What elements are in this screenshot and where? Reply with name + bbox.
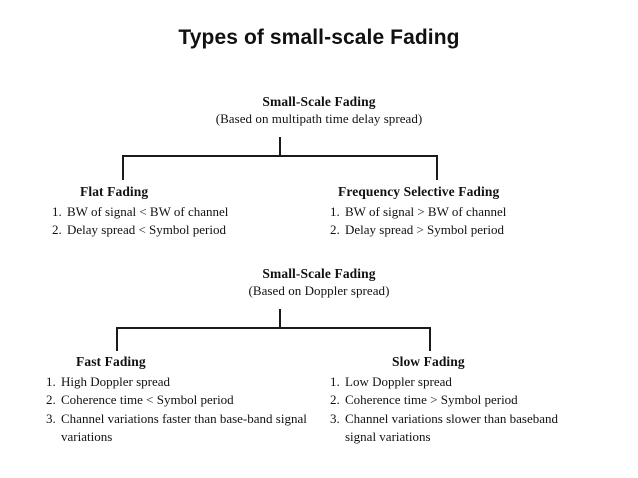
list-item-number: 1. (330, 204, 340, 219)
leaf-frequency-selective-fading-title: Frequency Selective Fading (338, 184, 500, 199)
tree2-root-node: Small-Scale Fading (Based on Doppler spr… (0, 266, 638, 299)
tree2-connector-stem (279, 309, 281, 327)
list-item: 3. Channel variations faster than base-b… (46, 410, 331, 447)
list-item: 2. Coherence time > Symbol period (330, 391, 580, 409)
tree1-root-node: Small-Scale Fading (Based on multipath t… (0, 94, 638, 127)
list-item: 1. High Doppler spread (46, 373, 331, 391)
list-item: 3. Channel variations slower than baseba… (330, 410, 580, 447)
leaf-fast-fading-list: 1. High Doppler spread 2. Coherence time… (46, 373, 331, 447)
leaf-fast-fading-title: Fast Fading (76, 354, 146, 369)
leaf-slow-fading-title: Slow Fading (392, 354, 465, 369)
leaf-slow-fading: Slow Fading 1. Low Doppler spread 2. Coh… (330, 354, 580, 447)
tree1-connector-stem (279, 137, 281, 155)
list-item-text: Delay spread < Symbol period (67, 222, 226, 238)
list-item-number: 2. (330, 392, 340, 408)
list-item-text: Delay spread > Symbol period (345, 222, 504, 238)
list-item-number: 3. (330, 410, 340, 426)
fading-tree-multipath: Small-Scale Fading (Based on multipath t… (0, 94, 638, 237)
list-item: 2. Delay spread < Symbol period (52, 221, 312, 239)
list-item: 1. BW of signal > BW of channel (330, 203, 600, 221)
leaf-slow-fading-list: 1. Low Doppler spread 2. Coherence time … (330, 373, 580, 447)
leaf-flat-fading-list: 1. BW of signal < BW of channel 2. Delay… (52, 203, 312, 240)
tree2-connector-drop-right (429, 327, 431, 351)
list-item-number: 1. (46, 374, 56, 389)
tree1-root-subtitle: (Based on multipath time delay spread) (215, 110, 423, 126)
list-item-text: BW of signal > BW of channel (345, 204, 507, 219)
leaf-fast-fading: Fast Fading 1. High Doppler spread 2. Co… (46, 354, 331, 447)
list-item-text: Low Doppler spread (345, 374, 452, 389)
list-item-text: Channel variations faster than base-band… (61, 410, 307, 445)
list-item-text: Channel variations slower than baseband … (345, 410, 558, 445)
list-item-text: Coherence time > Symbol period (345, 392, 518, 408)
fading-tree-doppler: Small-Scale Fading (Based on Doppler spr… (0, 266, 638, 444)
tree1-connector-drop-right (436, 155, 438, 180)
list-item: 2. Coherence time < Symbol period (46, 391, 331, 409)
tree1-connector-bar (122, 155, 438, 157)
leaf-flat-fading: Flat Fading 1. BW of signal < BW of chan… (52, 184, 312, 240)
list-item-number: 1. (330, 374, 340, 389)
list-item: 2. Delay spread > Symbol period (330, 221, 600, 239)
list-item-text: Coherence time < Symbol period (61, 392, 234, 408)
leaf-frequency-selective-fading: Frequency Selective Fading 1. BW of sign… (330, 184, 600, 240)
list-item: 1. Low Doppler spread (330, 373, 580, 391)
tree1-root-title: Small-Scale Fading (262, 94, 376, 109)
tree1-connector-drop-left (122, 155, 124, 180)
tree2-root-title: Small-Scale Fading (262, 266, 376, 281)
list-item-text: BW of signal < BW of channel (67, 204, 229, 219)
list-item-number: 2. (46, 392, 56, 408)
tree2-connector-bar (116, 327, 431, 329)
page-title: Types of small-scale Fading (178, 26, 460, 49)
list-item: 1. BW of signal < BW of channel (52, 203, 312, 221)
leaf-flat-fading-title: Flat Fading (80, 184, 149, 199)
leaf-frequency-selective-fading-list: 1. BW of signal > BW of channel 2. Delay… (330, 203, 600, 240)
list-item-number: 2. (52, 222, 62, 238)
list-item-text: High Doppler spread (61, 374, 171, 389)
list-item-number: 2. (330, 222, 340, 238)
tree2-connector-drop-left (116, 327, 118, 351)
list-item-number: 3. (46, 410, 56, 426)
list-item-number: 1. (52, 204, 62, 219)
tree2-root-subtitle: (Based on Doppler spread) (248, 282, 390, 298)
